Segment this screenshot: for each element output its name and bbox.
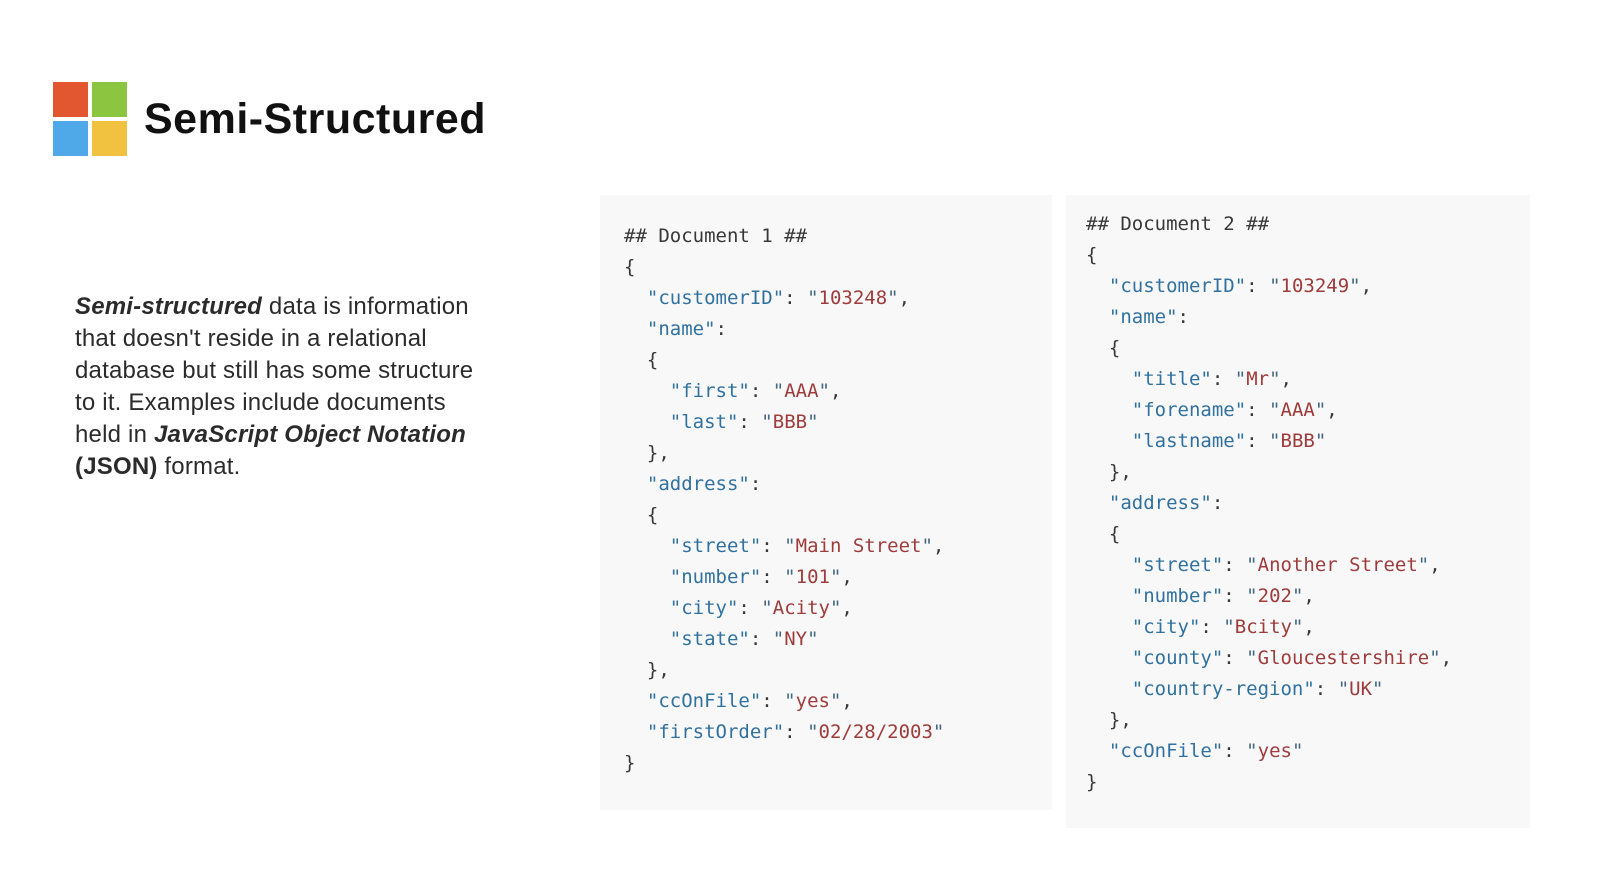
code-line: "name": bbox=[1108, 306, 1189, 328]
intro-line: that doesn't reside in a relational bbox=[75, 325, 427, 352]
logo-square-blue bbox=[53, 121, 88, 156]
code-line: "ccOnFile": "yes", bbox=[646, 690, 853, 712]
intro-paragraph: Semi-structured data is information that … bbox=[75, 291, 595, 483]
code-line: "title": "Mr", bbox=[1131, 368, 1292, 390]
intro-line: to it. Examples include documents bbox=[75, 389, 446, 416]
code-panel-document-1: ## Document 1 ## { "customerID": "103248"… bbox=[600, 195, 1052, 810]
intro-line: Semi-structured data is information bbox=[75, 293, 469, 320]
code-line: "name": bbox=[646, 318, 727, 340]
code-line: "lastname": "BBB" bbox=[1131, 430, 1327, 452]
code-line: "number": "101", bbox=[669, 566, 853, 588]
intro-line: database but still has some structure bbox=[75, 357, 474, 384]
code-line: { bbox=[624, 504, 659, 526]
code-line: }, bbox=[1086, 709, 1132, 731]
intro-line: (JSON) format. bbox=[75, 453, 241, 480]
code-panel-document-2: ## Document 2 ## { "customerID": "103249"… bbox=[1066, 195, 1530, 828]
code-line: { bbox=[624, 349, 659, 371]
code-line: "first": "AAA", bbox=[669, 380, 842, 402]
code-line: "forename": "AAA", bbox=[1131, 399, 1338, 421]
logo-square-green bbox=[92, 82, 127, 117]
code-line: "city": "Acity", bbox=[669, 597, 853, 619]
code-line: } bbox=[1086, 771, 1098, 793]
code-line: { bbox=[1086, 244, 1098, 266]
code-line: }, bbox=[624, 659, 670, 681]
four-square-logo-icon bbox=[53, 82, 127, 157]
code-line: "state": "NY" bbox=[669, 628, 819, 650]
code-line: "county": "Gloucestershire", bbox=[1131, 647, 1453, 669]
code-line: } bbox=[624, 752, 636, 774]
code-line: "customerID": "103249", bbox=[1108, 275, 1373, 297]
code-line: "number": "202", bbox=[1131, 585, 1315, 607]
code-line: }, bbox=[624, 442, 670, 464]
intro-line: held in JavaScript Object Notation bbox=[75, 421, 466, 448]
page-title: Semi-Structured bbox=[144, 95, 487, 143]
code-line: ## Document 2 ## bbox=[1086, 213, 1270, 235]
code-line: { bbox=[1086, 337, 1121, 359]
code-line: { bbox=[624, 256, 636, 278]
code-line: "last": "BBB" bbox=[669, 411, 819, 433]
code-line: "country-region": "UK" bbox=[1131, 678, 1384, 700]
code-line: "firstOrder": "02/28/2003" bbox=[646, 721, 945, 743]
code-line: "ccOnFile": "yes" bbox=[1108, 740, 1304, 762]
code-line: "address": bbox=[646, 473, 762, 495]
page-header: Semi-Structured bbox=[53, 82, 486, 157]
code-line: "city": "Bcity", bbox=[1131, 616, 1315, 638]
code-line: }, bbox=[1086, 461, 1132, 483]
logo-square-red bbox=[53, 82, 88, 117]
code-line: "street": "Another Street", bbox=[1131, 554, 1441, 576]
code-line: "address": bbox=[1108, 492, 1224, 514]
logo-square-yellow bbox=[92, 121, 127, 156]
code-line: ## Document 1 ## bbox=[624, 225, 808, 247]
code-line: "street": "Main Street", bbox=[669, 535, 945, 557]
code-line: "customerID": "103248", bbox=[646, 287, 911, 309]
code-line: { bbox=[1086, 523, 1121, 545]
